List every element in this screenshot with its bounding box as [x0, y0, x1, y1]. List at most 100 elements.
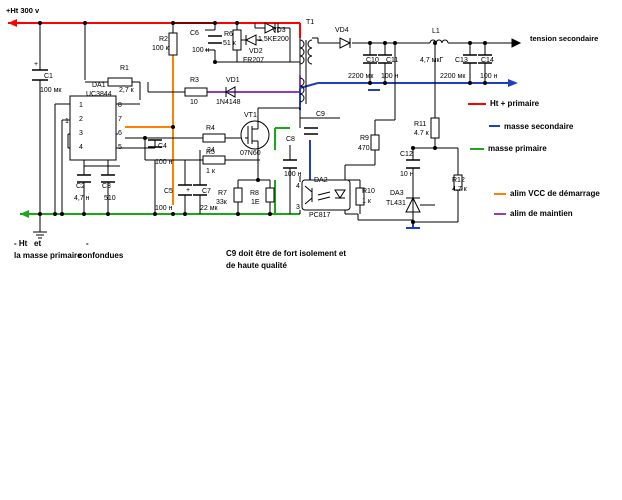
C4-label: C4: [158, 143, 167, 150]
R4-resistor: [202, 133, 226, 143]
R2-value: 100 к: [152, 45, 170, 52]
VD4-diode: [339, 37, 352, 49]
C10-label: C10: [366, 57, 379, 64]
C9-label: C9: [316, 111, 325, 118]
R8-value: 1E: [251, 199, 260, 206]
DA3-tl431: [405, 196, 435, 213]
component-labels: +Ht 300 v tension secondaire T1 VD4 L1 4…: [6, 6, 598, 219]
ic-pin-1: 1: [65, 118, 69, 125]
C12-label: C12: [400, 151, 413, 158]
masse-secondaire-net: [299, 79, 518, 229]
VT1-label: VT1: [244, 112, 257, 119]
ic-pin-6: 6: [118, 130, 122, 137]
DA2-label: DA2: [314, 177, 328, 184]
R5-resistor: [202, 155, 226, 165]
ic-pin-5: 5: [118, 144, 122, 151]
legend-masse-secondaire: masse secondaire: [504, 122, 574, 131]
R4-label: R4: [206, 125, 215, 132]
C13-label: C13: [455, 57, 468, 64]
C8-label: C8: [286, 136, 295, 143]
VD1-diode: [224, 86, 236, 98]
R8-label: R8: [250, 190, 259, 197]
junction-dots: [38, 21, 487, 224]
legend-alim-vcc: alim VCC de démarrage: [510, 189, 600, 198]
R6-value: 51 к: [223, 40, 237, 47]
ic-pin-8: 8: [118, 102, 122, 109]
VD2-diode: [244, 34, 257, 46]
R2-label: R2: [159, 36, 168, 43]
opto-pin-3: 3: [296, 204, 300, 211]
C6-capacitor: [208, 35, 222, 44]
C7-capacitor: +: [186, 184, 207, 196]
notes: - Ht et - la masse primaire confondues C…: [14, 239, 346, 270]
note-masse-primaire: la masse primaire: [14, 251, 82, 260]
R5-label: R5: [206, 149, 215, 156]
wiring: [39, 22, 522, 232]
R6-label: R6: [224, 31, 233, 38]
R7-resistor: [233, 187, 243, 203]
C1-label: C1: [44, 73, 53, 80]
C13-capacitor: [463, 54, 477, 64]
note-c9-line2: de haute qualité: [226, 261, 287, 270]
DA1-ic: [69, 95, 117, 161]
R10-label: R10: [362, 188, 375, 195]
note-ht-minus: - Ht: [14, 239, 28, 248]
DA3-label: DA3: [390, 190, 404, 197]
DA1-label: DA1: [92, 82, 106, 89]
ht-300-label: +Ht 300 v: [6, 6, 40, 15]
svg-text:+: +: [34, 61, 38, 68]
VT1-mosfet: [240, 120, 270, 152]
ground-symbol: [33, 231, 47, 239]
ic-pin-2: 2: [79, 116, 83, 123]
C14-label: C14: [481, 57, 494, 64]
C4-value: 100 н: [155, 159, 173, 166]
R10-resistor: [355, 187, 365, 206]
legend: Ht + primaire masse secondaire masse pri…: [468, 99, 600, 218]
tension-secondaire-label: tension secondaire: [530, 34, 598, 43]
R8-resistor: [265, 187, 275, 203]
C1-capacitor: +: [32, 61, 48, 81]
R9-resistor: [370, 134, 380, 151]
R11-label: R11: [414, 121, 426, 128]
R3-label: R3: [190, 77, 199, 84]
C13-value: 2200 мк: [440, 73, 466, 80]
R10-value: 1 к: [362, 198, 372, 205]
C5-capacitor: [178, 184, 192, 196]
C4-capacitor: [148, 139, 162, 148]
opto-pin-4: 4: [296, 183, 300, 190]
C10-capacitor: [363, 54, 377, 64]
legend-masse-primaire: masse primaire: [488, 144, 547, 153]
alim-vcc-net: [125, 40, 174, 205]
C10-value: 2200 мк: [348, 73, 374, 80]
R11-resistor: [430, 117, 440, 139]
VD2-value: FR207: [243, 57, 264, 64]
VD2-label: VD2: [249, 48, 263, 55]
note-et: et: [34, 239, 41, 248]
R12-resistor: [453, 174, 463, 191]
R12-value: 4.7 к: [452, 186, 468, 193]
C3-capacitor: [101, 174, 115, 183]
R12-label: R12: [452, 177, 465, 184]
ic-pin-3: 3: [79, 130, 83, 137]
ic-pin-4: 4: [79, 144, 83, 151]
VD3-value: 1,5KE200: [258, 36, 289, 43]
svg-text:+: +: [186, 187, 190, 194]
C8-capacitor: [283, 159, 297, 169]
VT1-value: 07N60: [240, 150, 261, 157]
C7-value: 22 мк: [200, 205, 219, 212]
C11-value: 100 н: [381, 73, 399, 80]
C14-value: 100 н: [480, 73, 498, 80]
VD1-label: VD1: [226, 77, 240, 84]
R3-resistor: [184, 87, 208, 97]
T1-transformer: [299, 39, 313, 104]
C7-label: C7: [202, 188, 211, 195]
VD1-value: 1N4148: [216, 99, 241, 106]
ic-pin-7: 7: [118, 116, 122, 123]
C6-label: C6: [190, 30, 199, 37]
C6-value: 100 н: [192, 47, 210, 54]
VD3-label: VD3: [272, 27, 286, 34]
C2-value: 4,7 н: [74, 195, 90, 202]
R1-value: 2,7 к: [119, 87, 135, 94]
note-dash: -: [86, 239, 89, 248]
